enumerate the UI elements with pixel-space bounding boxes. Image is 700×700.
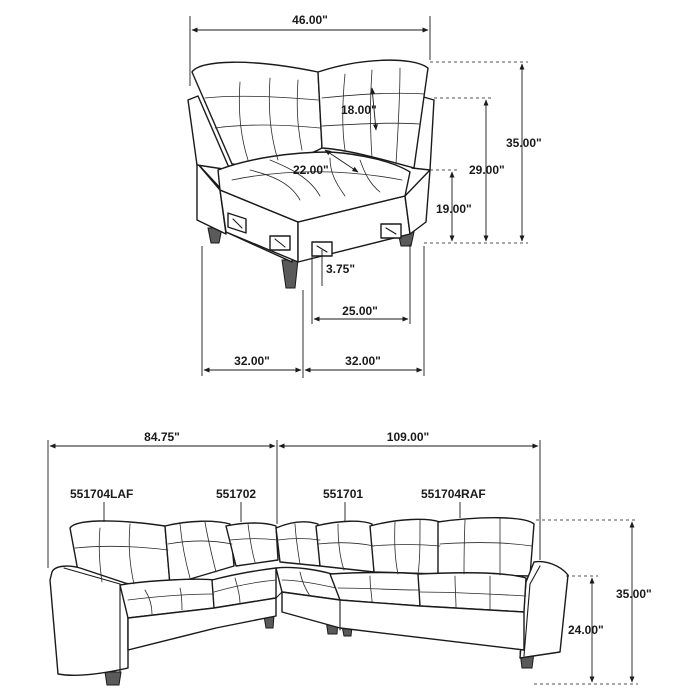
sectional-back-wedge-mid bbox=[225, 522, 279, 567]
sectional-back-wedge-right bbox=[275, 521, 321, 567]
sectional-left-width-label: 84.75" bbox=[144, 430, 180, 444]
corner-leg-span-label: 25.00" bbox=[342, 304, 378, 318]
part-label-laf: 551704LAF bbox=[70, 487, 133, 501]
corner-base-left bbox=[196, 162, 227, 235]
sectional-base-right bbox=[281, 591, 525, 651]
sectional-part-labels: 551704LAF 551702 551701 551704RAF bbox=[70, 487, 486, 522]
sectional-right-width-label: 109.00" bbox=[387, 430, 429, 444]
corner-arm-height-label: 29.00" bbox=[469, 163, 505, 177]
sectional-leg bbox=[104, 671, 122, 686]
corner-width-label: 46.00" bbox=[292, 13, 328, 27]
sectional-back-wedge-left bbox=[164, 520, 235, 586]
sectional-arm-height-label: 24.00" bbox=[568, 623, 604, 637]
corner-seat-depth-label: 22.00" bbox=[293, 163, 329, 177]
corner-leg-height-label: 3.75" bbox=[326, 262, 355, 276]
sectional-arm-right bbox=[519, 560, 569, 659]
part-label-raf: 551704RAF bbox=[421, 487, 486, 501]
sectional-arm-left bbox=[49, 565, 129, 677]
corner-wedge-drawing bbox=[187, 59, 435, 289]
corner-back-height-label: 35.00" bbox=[506, 136, 542, 150]
sectional-dimensions: 84.75" 109.00" 35.00" 24.00" bbox=[47, 430, 652, 685]
sectional-back-raf-1 bbox=[369, 518, 441, 575]
part-label-wedge: 551702 bbox=[216, 487, 256, 501]
sectional-back-height-label: 35.00" bbox=[616, 587, 652, 601]
corner-seat-height-label: 19.00" bbox=[436, 202, 472, 216]
corner-connector-brackets bbox=[227, 212, 402, 257]
corner-back-depth-label: 18.00" bbox=[341, 103, 377, 117]
sectional-back-raf-2 bbox=[437, 517, 535, 577]
sectional-back-armless bbox=[315, 520, 375, 573]
part-label-armless: 551701 bbox=[323, 487, 363, 501]
corner-base-right bbox=[404, 169, 431, 235]
corner-side-left-label: 32.00" bbox=[234, 354, 270, 368]
corner-side-right-label: 32.00" bbox=[345, 354, 381, 368]
corner-dimensions: 46.00" 35.00" 29.00" 19.00" 18.00" 22.00… bbox=[189, 13, 542, 378]
sectional-seat-raf bbox=[417, 572, 527, 613]
sectional-drawing bbox=[49, 517, 569, 686]
sectional-seat-wedge-left bbox=[211, 567, 277, 609]
corner-leg bbox=[281, 259, 299, 289]
